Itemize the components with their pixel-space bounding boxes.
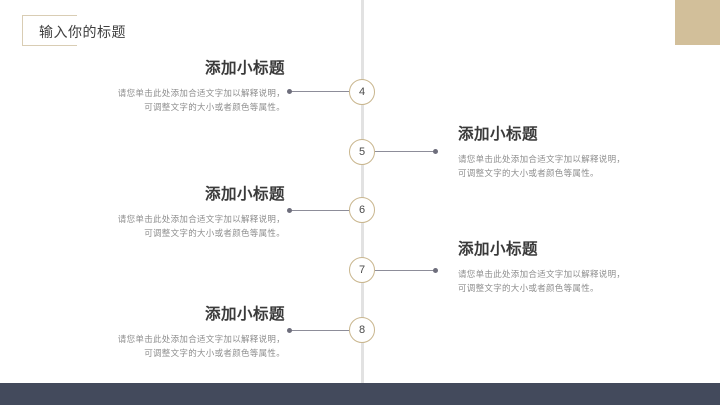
content-block-8: 添加小标题 请您单击此处添加合适文字加以解释说明， 可调整文字的大小或者颜色等属… — [55, 306, 285, 361]
connector-dot-7 — [433, 268, 438, 273]
connector-dot-8 — [287, 328, 292, 333]
timeline-node-6[interactable]: 6 — [349, 197, 375, 223]
content-block-6: 添加小标题 请您单击此处添加合适文字加以解释说明， 可调整文字的大小或者颜色等属… — [55, 186, 285, 241]
timeline-node-4-label: 4 — [358, 86, 366, 98]
timeline-node-5-label: 5 — [358, 146, 366, 158]
content-block-4-body-line1: 请您单击此处添加合适文字加以解释说明， — [117, 87, 285, 98]
bottom-accent-bar — [0, 383, 720, 405]
content-block-4-body: 请您单击此处添加合适文字加以解释说明， 可调整文字的大小或者颜色等属性。 — [55, 86, 285, 116]
timeline-node-7-label: 7 — [358, 264, 366, 276]
connector-line-8 — [290, 330, 349, 331]
content-block-4-heading: 添加小标题 — [204, 60, 285, 77]
timeline-node-7[interactable]: 7 — [349, 257, 375, 283]
connector-dot-4 — [287, 89, 292, 94]
content-block-8-body-line2: 可调整文字的大小或者颜色等属性。 — [144, 348, 285, 359]
content-block-5-heading: 添加小标题 — [458, 126, 539, 143]
timeline-node-5[interactable]: 5 — [349, 139, 375, 165]
content-block-7-heading: 添加小标题 — [458, 241, 539, 258]
content-block-5-body-line2: 可调整文字的大小或者颜色等属性。 — [458, 168, 599, 179]
content-block-8-heading: 添加小标题 — [204, 306, 285, 323]
timeline-node-8-label: 8 — [358, 324, 366, 336]
content-block-7-body-line1: 请您单击此处添加合适文字加以解释说明， — [458, 268, 626, 279]
content-block-7: 添加小标题 请您单击此处添加合适文字加以解释说明， 可调整文字的大小或者颜色等属… — [458, 241, 688, 296]
content-block-6-body: 请您单击此处添加合适文字加以解释说明， 可调整文字的大小或者颜色等属性。 — [55, 212, 285, 242]
content-block-7-body: 请您单击此处添加合适文字加以解释说明， 可调整文字的大小或者颜色等属性。 — [458, 267, 688, 297]
page-title: 输入你的标题 — [22, 15, 172, 48]
title-frame — [22, 15, 77, 46]
corner-accent-block — [675, 0, 720, 45]
content-block-6-heading: 添加小标题 — [204, 186, 285, 203]
timeline-node-6-label: 6 — [358, 204, 366, 216]
content-block-5-body-line1: 请您单击此处添加合适文字加以解释说明， — [458, 153, 626, 164]
connector-line-7 — [375, 270, 435, 271]
content-block-4: 添加小标题 请您单击此处添加合适文字加以解释说明， 可调整文字的大小或者颜色等属… — [55, 60, 285, 115]
connector-dot-5 — [433, 149, 438, 154]
title-label: 输入你的标题 — [39, 24, 126, 40]
connector-dot-6 — [287, 208, 292, 213]
content-block-4-body-line2: 可调整文字的大小或者颜色等属性。 — [144, 102, 285, 113]
content-block-7-body-line2: 可调整文字的大小或者颜色等属性。 — [458, 283, 599, 294]
connector-line-4 — [290, 91, 349, 92]
content-block-8-body-line1: 请您单击此处添加合适文字加以解释说明， — [117, 333, 285, 344]
timeline-node-8[interactable]: 8 — [349, 317, 375, 343]
content-block-6-body-line1: 请您单击此处添加合适文字加以解释说明， — [117, 213, 285, 224]
connector-line-6 — [290, 210, 349, 211]
content-block-8-body: 请您单击此处添加合适文字加以解释说明， 可调整文字的大小或者颜色等属性。 — [55, 332, 285, 362]
content-block-5-body: 请您单击此处添加合适文字加以解释说明， 可调整文字的大小或者颜色等属性。 — [458, 152, 688, 182]
content-block-5: 添加小标题 请您单击此处添加合适文字加以解释说明， 可调整文字的大小或者颜色等属… — [458, 126, 688, 181]
content-block-6-body-line2: 可调整文字的大小或者颜色等属性。 — [144, 228, 285, 239]
connector-line-5 — [375, 151, 435, 152]
timeline-node-4[interactable]: 4 — [349, 79, 375, 105]
